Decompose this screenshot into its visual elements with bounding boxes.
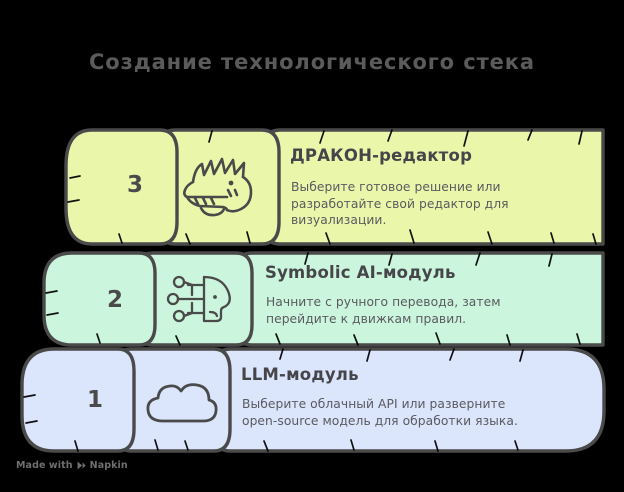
dragon-head-icon xyxy=(175,152,263,222)
card-3-desc-line-3: визуализации. xyxy=(291,213,387,227)
card-1-heading: LLM-модуль xyxy=(241,365,359,384)
step-card-3[interactable]: 3 xyxy=(62,126,607,248)
card-2-shape xyxy=(42,251,605,347)
card-2-desc-line-1: Начните с ручного перевода, затем xyxy=(266,295,501,309)
napkin-brand-label: Napkin xyxy=(89,460,128,471)
card-2-number: 2 xyxy=(106,287,123,313)
napkin-logo-icon xyxy=(77,461,86,470)
cloud-icon xyxy=(135,377,227,429)
card-1-description: Выберите облачный API или разверните ope… xyxy=(242,396,518,429)
card-3-description: Выберите готовое решение или разработайт… xyxy=(291,179,509,229)
ai-head-circuit-icon xyxy=(152,271,244,329)
card-3-number: 3 xyxy=(126,172,143,198)
card-2-desc-line-2: перейдите к движкам правил. xyxy=(266,311,467,326)
page-title: Создание технологического стека xyxy=(88,50,536,74)
card-1-number: 1 xyxy=(86,387,103,413)
card-3-desc-line-2: разработайте свой редактор для xyxy=(291,196,509,211)
step-card-2[interactable]: 2 xyxy=(40,249,607,349)
card-1-shape xyxy=(20,347,606,453)
card-2-description: Начните с ручного перевода, затем перейд… xyxy=(266,294,501,327)
card-3-shape xyxy=(64,128,605,246)
made-with-label: Made with xyxy=(16,460,73,471)
card-3-heading: ДРАКОН-редактор xyxy=(290,146,473,165)
napkin-watermark: Made with Napkin xyxy=(16,460,128,471)
card-1-desc-line-2: open-source модель для обработки языка. xyxy=(242,413,518,428)
card-1-desc-line-1: Выберите облачный API или разверните xyxy=(242,397,506,411)
step-card-1[interactable]: 1 LLM-модуль Выберите облачный API или р… xyxy=(18,345,608,455)
card-2-heading: Symbolic AI-модуль xyxy=(265,263,456,282)
card-3-desc-line-1: Выберите готовое решение или xyxy=(291,180,501,194)
